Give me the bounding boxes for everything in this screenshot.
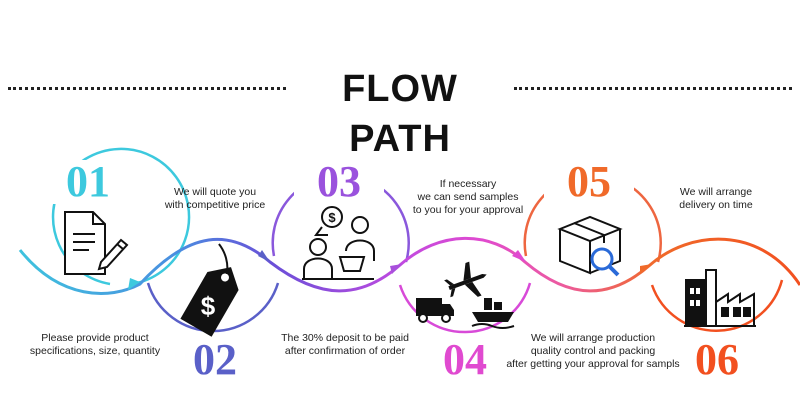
- step-description-05: We will arrange production quality contr…: [498, 332, 688, 371]
- airplane-icon: [444, 261, 487, 298]
- step-03-line-2: after confirmation of order: [284, 345, 406, 357]
- price-tag-icon: $: [180, 243, 239, 337]
- circle-arc-01: [51, 147, 191, 286]
- document-pen-icon: [64, 211, 129, 275]
- arrow-head-2: [258, 250, 270, 262]
- svg-text:$: $: [201, 291, 216, 321]
- step-01-line-1: Please provide product: [41, 332, 149, 344]
- step-04-line-3: to you for your approval: [412, 204, 524, 216]
- step-05-line-1: We will arrange production: [530, 332, 656, 344]
- package-inspect-icon: [557, 215, 623, 277]
- step-description-01: Please provide product specifications, s…: [10, 332, 180, 358]
- meeting-payment-icon: $: [302, 206, 375, 280]
- step-number-02: 02: [170, 338, 260, 382]
- step-04-line-1: If necessary: [439, 178, 497, 190]
- circle-arc-06: [650, 279, 784, 332]
- arrow-head-5: [640, 264, 652, 274]
- svg-text:$: $: [328, 210, 336, 225]
- arrow-head-3: [390, 264, 402, 274]
- title-dotted-rule-right: [514, 87, 792, 90]
- step-description-02: We will quote you with competitive price: [150, 186, 280, 212]
- step-number-01: 01: [43, 160, 133, 204]
- step-number-03: 03: [294, 160, 384, 204]
- step-description-03: The 30% deposit to be paid after confirm…: [270, 332, 420, 358]
- ship-icon: [471, 298, 515, 329]
- step-04-line-2: we can send samples: [417, 191, 519, 203]
- flow-wave-line: [18, 236, 800, 295]
- step-number-06: 06: [672, 338, 762, 382]
- title-bar: FLOW PATH: [0, 64, 800, 160]
- step-number-05: 05: [544, 160, 634, 204]
- step-02-line-2: with competitive price: [164, 199, 266, 211]
- step-description-06: We will arrange delivery on time: [656, 186, 776, 212]
- step-description-04: If necessary we can send samples to you …: [398, 178, 538, 217]
- step-05-line-3: after getting your approval for sampls: [506, 358, 680, 370]
- shipping-transport-icon: [416, 261, 515, 329]
- step-06-line-1: We will arrange: [679, 186, 753, 198]
- step-number-04: 04: [420, 338, 510, 382]
- step-02-line-1: We will quote you: [173, 186, 257, 198]
- step-03-line-1: The 30% deposit to be paid: [281, 332, 409, 344]
- truck-icon: [416, 298, 454, 323]
- factory-icon: [684, 269, 756, 327]
- step-01-line-2: specifications, size, quantity: [29, 345, 161, 357]
- title-dotted-rule-left: [8, 87, 286, 90]
- arrow-head-1: [128, 278, 140, 290]
- diagram-title: FLOW PATH: [342, 68, 458, 160]
- circle-arc-04: [398, 282, 532, 334]
- step-06-line-2: delivery on time: [679, 199, 753, 211]
- step-05-line-2: quality control and packing: [530, 345, 656, 357]
- arrow-head-4: [512, 250, 526, 262]
